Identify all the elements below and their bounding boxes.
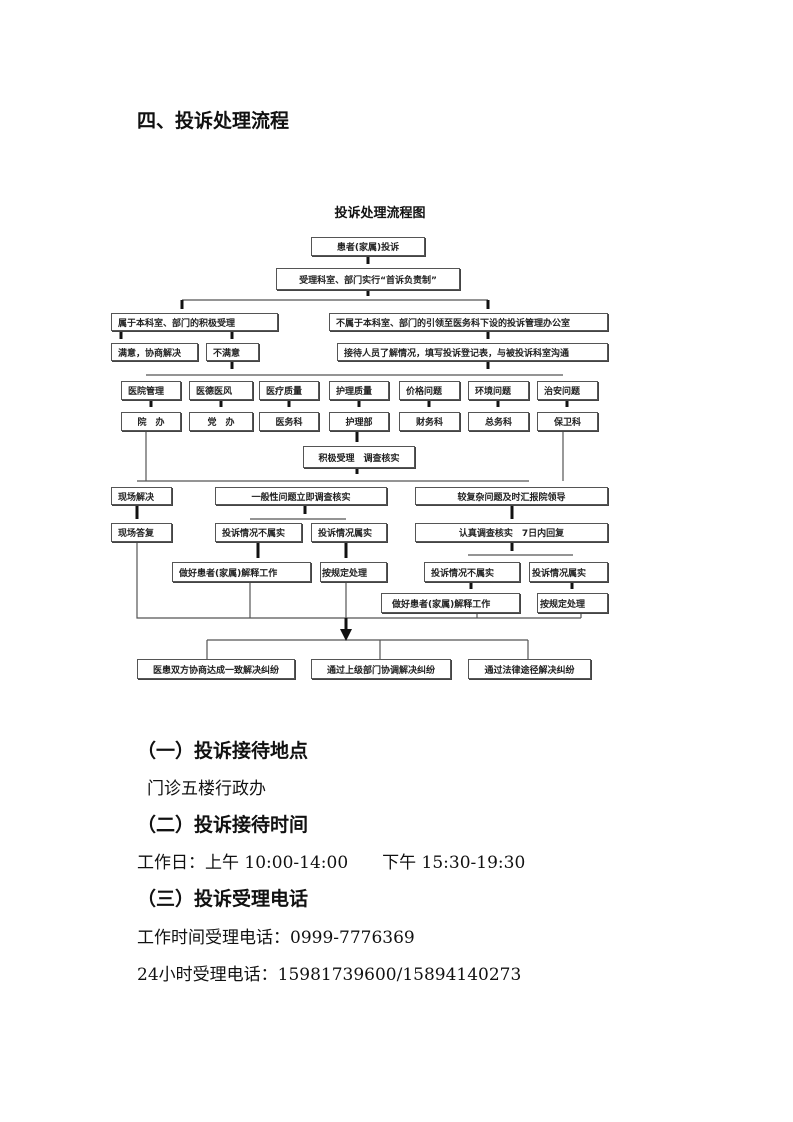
- box-complex: 较复杂问题及时汇报院领导: [415, 487, 608, 505]
- box-outcome: 通过法律途径解决纠纷: [468, 659, 591, 679]
- box-true: 投诉情况属实: [311, 523, 387, 542]
- box-accept: 积极受理 调查核实: [303, 446, 415, 468]
- box-category: 价格问题: [399, 381, 460, 400]
- location-heading: （一）投诉接待地点: [137, 740, 309, 762]
- box-not-true: 投诉情况不属实: [215, 523, 302, 542]
- box-reception: 接待人员了解情况，填写投诉登记表，与被投诉科室沟通: [337, 343, 608, 361]
- box-satisfied: 满意，协商解决: [111, 343, 198, 361]
- box-unsatisfied: 不满意: [206, 343, 259, 361]
- box-right-branch: 不属于本科室、部门的引领至医务科下设的投诉管理办公室: [329, 313, 608, 331]
- box-category: 医院管理: [121, 381, 181, 400]
- box-category: 护理质量: [329, 381, 389, 400]
- box-general: 一般性问题立即调查核实: [215, 487, 387, 505]
- time-text: 工作日：上午 10:00-14:00 下午 15:30-19:30: [137, 853, 526, 873]
- location-text: 门诊五楼行政办: [147, 779, 266, 799]
- box-department: 财务科: [399, 412, 460, 431]
- flowchart-title: 投诉处理流程图: [334, 206, 426, 221]
- box-department: 总务科: [468, 412, 529, 431]
- box-explain: 做好患者(家属)解释工作: [172, 562, 311, 582]
- box-outcome: 医患双方协商达成一致解决纠纷: [137, 659, 295, 679]
- box-first-responsibility: 受理科室、部门实行“首诉负责制”: [276, 268, 460, 290]
- box-category: 治安问题: [537, 381, 598, 400]
- phone-24h: 24小时受理电话：15981739600/15894140273: [137, 965, 522, 985]
- time-heading: （二）投诉接待时间: [137, 814, 309, 836]
- box-handle-2: 按规定处理: [537, 593, 608, 613]
- phone-work: 工作时间受理电话：0999-7776369: [137, 928, 415, 948]
- box-department: 护理部: [329, 412, 389, 431]
- box-start: 患者(家属)投诉: [311, 237, 425, 256]
- box-department: 党 办: [189, 412, 253, 431]
- box-category: 医德医风: [189, 381, 253, 400]
- section-title: 四、投诉处理流程: [137, 110, 290, 132]
- box-department: 院 办: [121, 412, 181, 431]
- box-true-2: 投诉情况属实: [529, 562, 608, 582]
- box-onsite-reply: 现场答复: [111, 523, 172, 542]
- box-explain-2: 做好患者(家属)解释工作: [381, 593, 520, 613]
- box-handle: 按规定处理: [320, 562, 387, 582]
- box-department: 保卫科: [537, 412, 598, 431]
- box-investigate: 认真调查核实 7日内回复: [415, 523, 608, 542]
- box-left-branch: 属于本科室、部门的积极受理: [111, 313, 278, 331]
- phone-heading: （三）投诉受理电话: [137, 888, 309, 910]
- box-outcome: 通过上级部门协调解决纠纷: [311, 659, 451, 679]
- box-department: 医务科: [259, 412, 319, 431]
- box-onsite: 现场解决: [111, 487, 172, 505]
- box-category: 医疗质量: [259, 381, 319, 400]
- box-category: 环境问题: [468, 381, 529, 400]
- box-not-true-2: 投诉情况不属实: [424, 562, 520, 582]
